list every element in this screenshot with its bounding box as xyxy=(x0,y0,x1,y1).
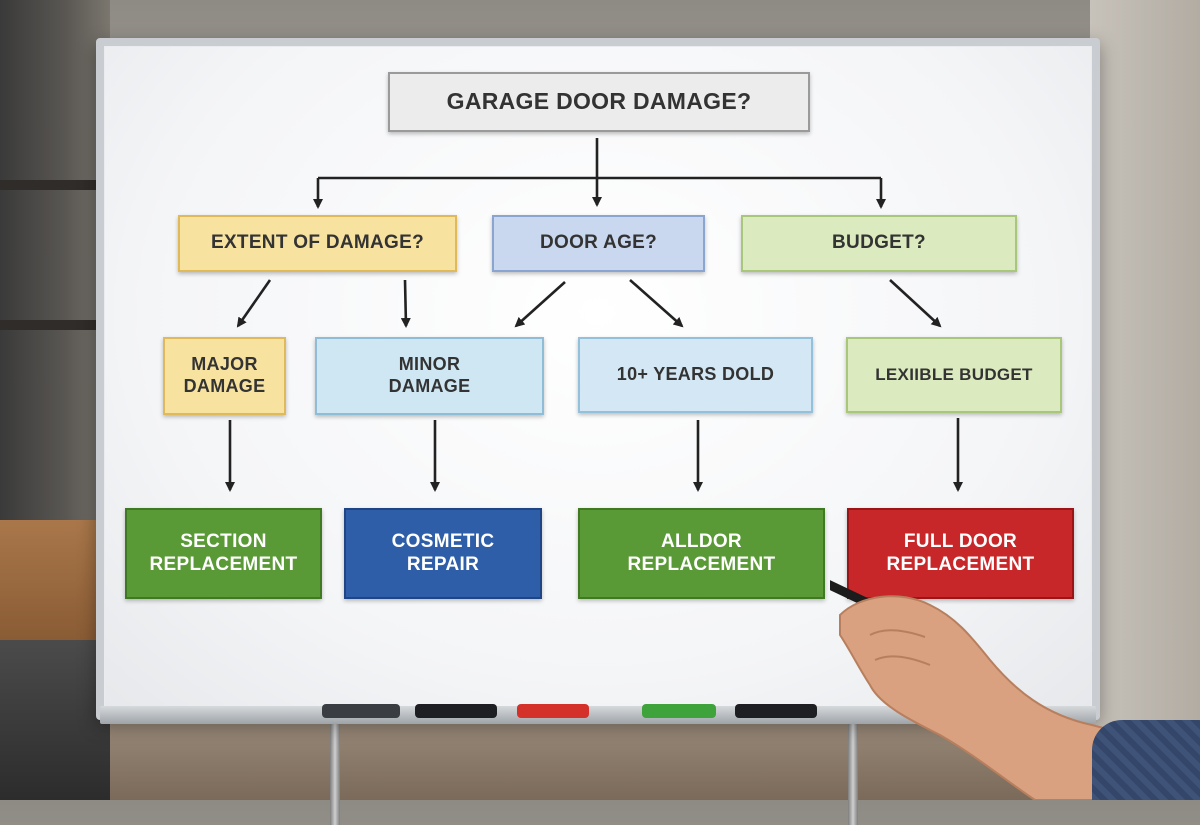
node-label: GARAGE DOOR DAMAGE? xyxy=(446,88,752,115)
background-workbench xyxy=(0,520,105,640)
node-label: COSMETIC REPAIR xyxy=(391,530,495,575)
background-shelf xyxy=(0,320,110,330)
node-label: LEXIIBLE BUDGET xyxy=(875,364,1033,384)
node-label: MAJOR DAMAGE xyxy=(183,354,266,396)
background-cabinet xyxy=(0,640,110,800)
node-label: BUDGET? xyxy=(832,232,926,254)
node-minor-damage: MINOR DAMAGE xyxy=(315,337,544,415)
node-budget: BUDGET? xyxy=(741,215,1017,272)
hand-icon xyxy=(839,595,1130,800)
background-shelf xyxy=(0,180,110,190)
marker-green xyxy=(642,704,716,718)
node-major-damage: MAJOR DAMAGE xyxy=(163,337,286,415)
node-label: DOOR AGE? xyxy=(539,232,658,254)
easel-leg xyxy=(330,715,340,825)
node-alldoor-replacement: ALLDOR REPLACEMENT xyxy=(578,508,825,599)
node-10-years-old: 10+ YEARS DOLD xyxy=(578,337,813,413)
node-label: MINOR DAMAGE xyxy=(388,354,471,396)
marker-black xyxy=(415,704,497,718)
node-flexible-budget: LEXIIBLE BUDGET xyxy=(846,337,1062,413)
node-door-age: DOOR AGE? xyxy=(492,215,705,272)
node-label: ALLDOR REPLACEMENT xyxy=(627,530,776,575)
node-label: FULL DOOR REPLACEMENT xyxy=(886,530,1035,575)
node-label: SECTION REPLACEMENT xyxy=(149,530,298,575)
background-wall xyxy=(1090,0,1200,800)
node-cosmetic-repair: COSMETIC REPAIR xyxy=(344,508,542,599)
shirt-sleeve xyxy=(1092,720,1200,800)
marker-gray xyxy=(322,704,400,718)
node-label: 10+ YEARS DOLD xyxy=(616,364,775,385)
node-extent-of-damage: EXTENT OF DAMAGE? xyxy=(178,215,457,272)
node-garage-door-damage: GARAGE DOOR DAMAGE? xyxy=(388,72,810,132)
marker-red xyxy=(517,704,589,718)
marker-black xyxy=(735,704,817,718)
hand-with-marker xyxy=(830,580,1130,800)
node-section-replacement: SECTION REPLACEMENT xyxy=(125,508,322,599)
easel-leg xyxy=(848,715,858,825)
node-full-door-replacement: FULL DOOR REPLACEMENT xyxy=(847,508,1074,599)
node-label: EXTENT OF DAMAGE? xyxy=(210,232,425,254)
